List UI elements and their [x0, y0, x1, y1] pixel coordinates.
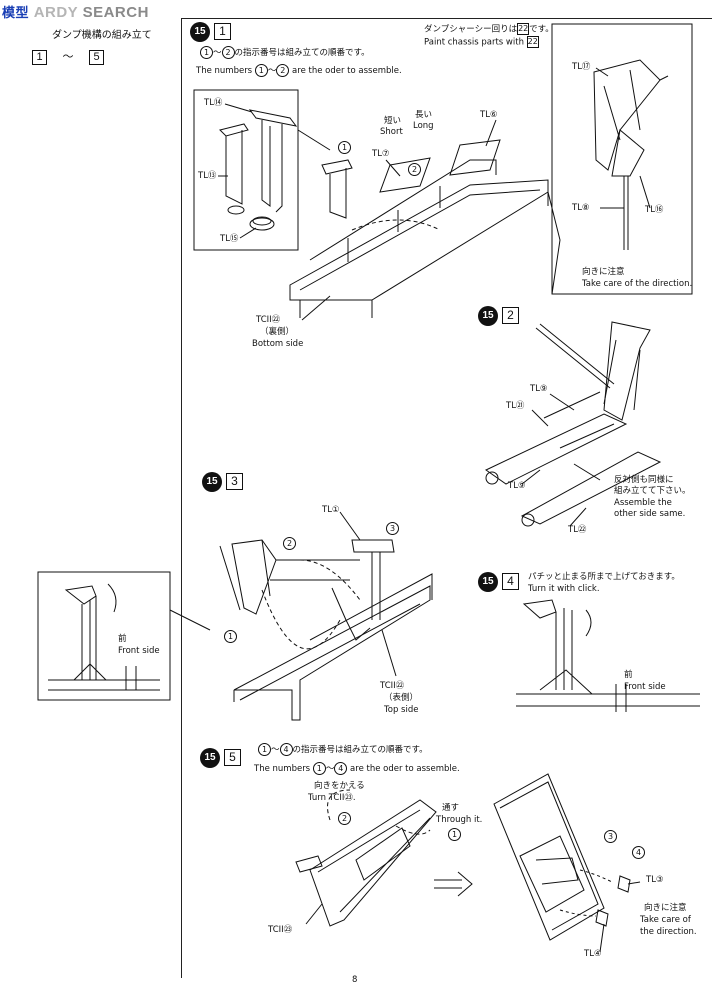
paint-note-jp: ダンプシャーシー回りは22です。 [424, 23, 554, 35]
paint-code-badge-en: 22 [526, 36, 539, 48]
logo-cn-text: 模型 [2, 5, 30, 20]
step-number-circle: 15 [202, 472, 222, 492]
order-note-en: The numbers 1～2 are the oder to assemble… [196, 64, 402, 77]
label-tl22: TL㉒ [568, 525, 587, 535]
label-back-jp: （裏側） [260, 327, 295, 337]
range-start-box: 1 [32, 50, 47, 65]
label-tl6: TL⑥ [480, 110, 498, 120]
label-tl7: TL⑦ [372, 149, 390, 159]
page-number: 8 [352, 975, 358, 985]
marker-2: 2 [338, 812, 351, 825]
click-note-en: Turn it with click. [528, 584, 600, 594]
step-number-circle: 15 [200, 748, 220, 768]
label-short-jp: 短い [384, 116, 402, 126]
label-tcii22: TCII㉒ [256, 315, 281, 325]
label-tl3: TL③ [646, 875, 664, 885]
label-tl4: TL④ [584, 949, 602, 959]
order-to-circle-en: 4 [334, 762, 348, 775]
label-tl14: TL⑭ [204, 98, 223, 108]
order-to-circle-en: 2 [276, 64, 290, 77]
label-bottom-side: Bottom side [252, 339, 304, 349]
marker-3: 3 [386, 522, 399, 535]
label-tl16: TL⑯ [645, 205, 664, 215]
paint-note-en: Paint chassis parts with 22 [424, 36, 539, 48]
other-side-jp-1: 反対側も同様に [614, 475, 674, 485]
marker-1: 1 [224, 630, 237, 643]
site-logo: 模型 ARDY SEARCH [2, 2, 149, 21]
section-title: ダンプ機構の組み立て [52, 30, 152, 41]
through-note-en: Through it. [436, 815, 483, 825]
label-tl15: TL⑮ [220, 234, 239, 244]
label-tl1: TL① [322, 505, 340, 515]
inset-front-jp: 前 [118, 634, 127, 644]
dir-note-en-1: Take care of [640, 915, 691, 925]
logo-prefix: ARDY [33, 4, 78, 21]
marker-2: 2 [283, 537, 296, 550]
marker-1: 1 [338, 141, 351, 154]
order-to-circle: 2 [221, 46, 235, 59]
order-from-circle-en: 1 [312, 762, 326, 775]
column-divider [181, 18, 182, 978]
label-direction-jp: 向きに注意 [582, 267, 625, 277]
step-number-circle: 15 [478, 572, 498, 592]
label-front-jp-paren: （表側） [384, 693, 419, 703]
label-long-jp: 長い [415, 110, 433, 120]
substep-box: 5 [224, 749, 241, 766]
substep-box: 3 [226, 473, 243, 490]
order-from-circle-en: 1 [254, 64, 268, 77]
order-note-en-5: The numbers 1～4 are the oder to assemble… [254, 762, 460, 775]
step-number-circle: 15 [478, 306, 498, 326]
label-tl17: TL⑰ [572, 62, 591, 72]
inset-front-en: Front side [118, 646, 160, 656]
label-tcii22-top: TCII㉒ [380, 681, 405, 691]
order-from-circle: 1 [258, 743, 271, 756]
turn-note-jp: 向きをかえる [314, 781, 365, 791]
dir-note-jp: 向きに注意 [644, 903, 687, 913]
order-from-circle: 1 [200, 46, 213, 59]
order-to-circle: 4 [279, 743, 293, 756]
label-tl21: TL㉑ [506, 401, 525, 411]
range-end-box: 5 [89, 50, 104, 65]
label-tcii23: TCII㉓ [268, 925, 293, 935]
range-sep: ～ [62, 50, 74, 63]
label-tl8: TL⑧ [572, 203, 590, 213]
substep-box: 4 [502, 573, 519, 590]
label-direction-en: Take care of the direction. [582, 279, 693, 289]
paint-code-badge: 22 [517, 23, 530, 35]
label-short-en: Short [380, 127, 403, 137]
substep-box: 1 [214, 23, 231, 40]
label-tl9-top: TL⑨ [530, 384, 548, 394]
dir-note-en-2: the direction. [640, 927, 697, 937]
logo-text: SEARCH [82, 4, 149, 21]
marker-2: 2 [408, 163, 421, 176]
marker-1: 1 [448, 828, 461, 841]
section-range: 1 ～ 5 [32, 48, 104, 65]
top-border [181, 18, 712, 19]
label-top-side: Top side [384, 705, 419, 715]
label-long-en: Long [413, 121, 434, 131]
marker-4: 4 [632, 846, 645, 859]
turn-note-en: Turn TCII㉓. [308, 793, 356, 803]
front-jp: 前 [624, 670, 633, 680]
substep-box: 2 [502, 307, 519, 324]
other-side-jp-2: 組み立てて下さい。 [614, 486, 691, 496]
marker-3: 3 [604, 830, 617, 843]
label-tl13: TL⑬ [198, 171, 217, 181]
other-side-en-2: other side same. [614, 509, 686, 519]
label-tl9-bottom: TL⑨ [508, 481, 526, 491]
inset-box-parts [193, 89, 299, 251]
through-note-jp: 通す [442, 803, 460, 813]
step-number-circle: 15 [190, 22, 210, 42]
front-en: Front side [624, 682, 666, 692]
click-note-jp: パチッと止まる所まで上げておきます。 [528, 572, 680, 582]
other-side-en-1: Assemble the [614, 498, 672, 508]
